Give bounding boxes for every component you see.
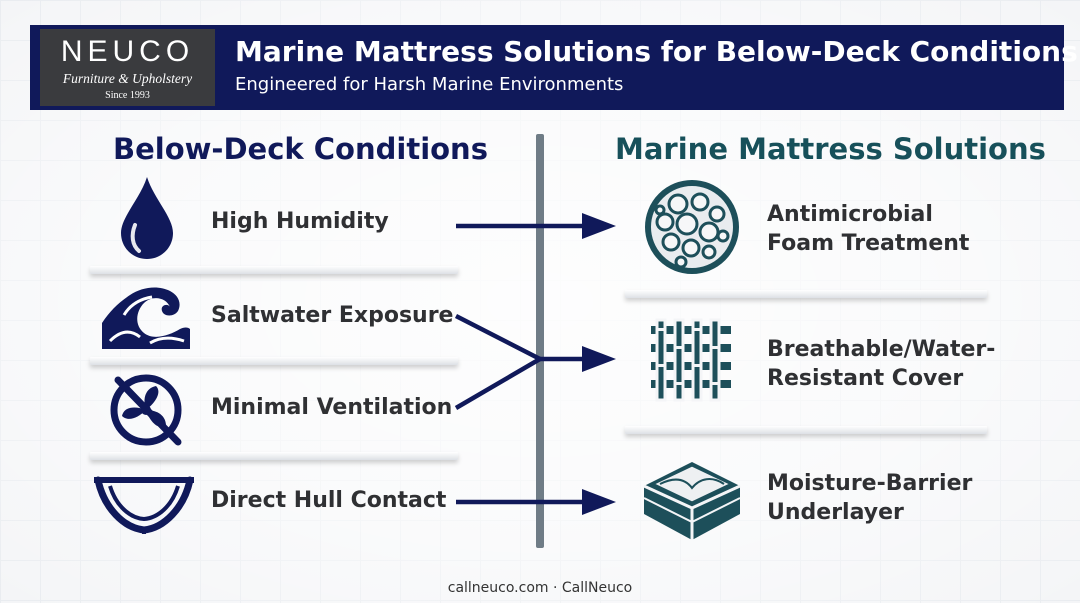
arrow-merge-to-cover — [454, 313, 616, 410]
logo: NEUCO Furniture & Upholstery Since 1993 — [40, 29, 215, 106]
footer-text: callneuco.com · CallNeuco — [447, 580, 633, 596]
page-title: Marine Mattress Solutions for Below-Deck… — [235, 35, 1078, 68]
condition-label-ventilation: Minimal Ventilation — [211, 395, 453, 420]
solution-label-foam-line1: Antimicrobial — [767, 202, 933, 227]
woven-fabric-icon — [645, 318, 737, 408]
condition-label-humidity: High Humidity — [211, 209, 389, 234]
shelf-divider — [90, 357, 458, 365]
wave-icon — [100, 281, 192, 355]
solution-label-foam-line2: Foam Treatment — [767, 231, 970, 256]
arrow-humidity-to-foam — [456, 213, 616, 239]
foam-cells-icon — [643, 180, 741, 278]
no-fan-icon — [106, 372, 186, 452]
solution-label-underlayer-line2: Underlayer — [767, 500, 904, 525]
layered-pad-icon — [636, 450, 748, 550]
shelf-divider — [90, 452, 458, 460]
conditions-heading: Below-Deck Conditions — [113, 132, 488, 166]
solution-label-cover-line1: Breathable/Water- — [767, 337, 996, 362]
solution-label-cover-line2: Resistant Cover — [767, 366, 964, 391]
condition-label-hull: Direct Hull Contact — [211, 488, 447, 513]
solutions-heading: Marine Mattress Solutions — [615, 132, 1046, 166]
logo-tagline: Furniture & Upholstery — [62, 71, 193, 86]
shelf-divider — [625, 426, 987, 434]
page-subtitle: Engineered for Harsh Marine Environments — [235, 74, 624, 95]
solution-label-underlayer-line1: Moisture-Barrier — [767, 471, 973, 496]
header-banner: NEUCO Furniture & Upholstery Since 1993 … — [30, 25, 1078, 110]
logo-name: NEUCO — [60, 35, 195, 68]
logo-since: Since 1993 — [105, 90, 150, 101]
water-drop-icon — [118, 175, 176, 265]
shelf-divider — [625, 290, 987, 298]
condition-label-saltwater: Saltwater Exposure — [211, 303, 454, 328]
shelf-divider — [90, 266, 458, 274]
center-divider — [536, 134, 544, 548]
hull-icon — [94, 472, 194, 540]
arrow-hull-to-underlayer — [456, 489, 616, 515]
